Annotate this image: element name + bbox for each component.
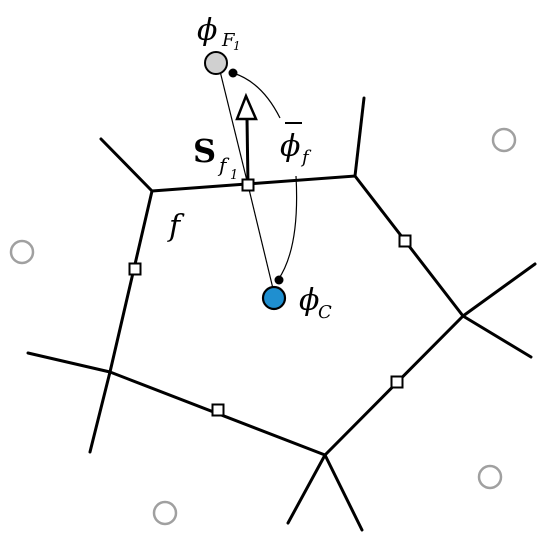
ghost-cell-center-right (491, 127, 517, 153)
face-marker-top (241, 178, 255, 192)
spoke-4 (461, 314, 533, 359)
cell-polygon (108, 174, 465, 457)
spoke-8 (88, 370, 112, 454)
phi-bar-leader-lower (277, 175, 298, 281)
phi-bar-leader-upper (232, 72, 281, 119)
face-markers (128, 178, 412, 417)
neighbor-cell-center-F1 (204, 51, 228, 75)
label-phi-F1-subsub: 1 (233, 39, 241, 53)
neighbor-dot (228, 68, 238, 78)
face-normal-vector-shaft (245, 117, 250, 186)
outer-spokes (26, 96, 537, 532)
ghost-cell-center-bottom-right (477, 464, 503, 490)
face-marker-upper-right (398, 234, 412, 248)
label-phi-C-main: ϕ (299, 283, 319, 318)
label-S-f1: S f 1 (193, 132, 238, 183)
face-marker-bottom (211, 403, 225, 417)
label-face-f: f (167, 209, 185, 244)
label-S-subsub: 1 (230, 168, 238, 183)
face-to-neighbor-line (218, 66, 249, 186)
label-S-sub: f (217, 153, 230, 177)
face-marker-left (128, 262, 142, 276)
center-to-face-line (247, 184, 276, 298)
spoke-7 (26, 351, 112, 374)
cell-center-C (261, 285, 287, 311)
label-phi-bar-sub: f (300, 147, 312, 168)
spoke-5 (286, 453, 327, 525)
spoke-6 (323, 453, 364, 532)
center-dot (274, 275, 284, 285)
ghost-cell-center-left (9, 239, 35, 265)
spoke-3 (461, 262, 537, 318)
label-phi-F1-main: ϕ (197, 13, 217, 48)
ghost-cell-center-bottom-left (152, 500, 178, 526)
label-phi-bar-f: ϕ f (280, 122, 312, 168)
connector-lines (218, 66, 298, 298)
spoke-1 (99, 137, 154, 193)
label-phi-C-sub: C (318, 302, 332, 323)
label-phi-F1-sub: F (221, 30, 236, 51)
spoke-2 (353, 96, 366, 178)
label-phi-bar-main: ϕ (280, 129, 300, 164)
face-normal-arrowhead (235, 92, 258, 121)
label-phi-F1: ϕ F 1 (197, 13, 241, 53)
face-marker-lower-right (390, 375, 404, 389)
label-phi-C: ϕ C (299, 283, 332, 323)
label-S-main: S (193, 132, 216, 170)
